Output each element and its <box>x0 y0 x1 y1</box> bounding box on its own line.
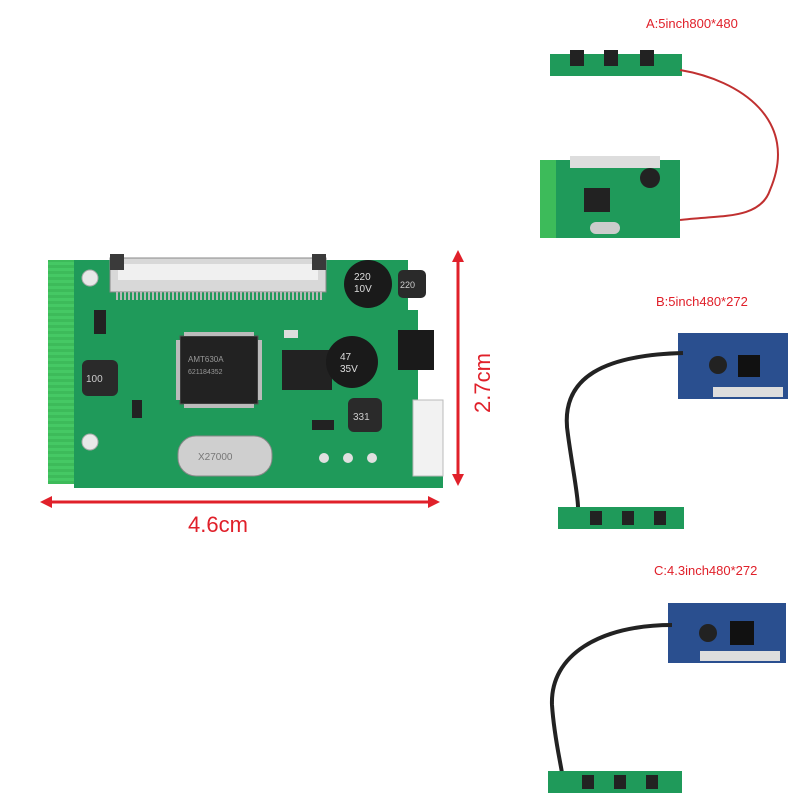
inductor-3-label: 220 <box>400 280 415 290</box>
variant-a-label: A:5inch800*480 <box>646 16 738 31</box>
cap-2-voltage: 35V <box>340 364 358 375</box>
height-label: 2.7cm <box>470 353 495 413</box>
variant-a-photo <box>540 40 790 250</box>
cap-1-voltage: 10V <box>354 284 372 295</box>
cap-1-value: 220 <box>354 272 371 283</box>
variant-b-label: B:5inch480*272 <box>656 294 748 309</box>
width-dimension-arrow <box>40 494 440 510</box>
cap-2-value: 47 <box>340 352 352 363</box>
variant-c-label: C:4.3inch480*272 <box>654 563 758 578</box>
width-label: 4.6cm <box>188 512 248 537</box>
inductor-1-label: 100 <box>86 374 103 385</box>
chip-marking-1: AMT630A <box>188 355 224 364</box>
main-board-photo: AMT630A 621184352 220 10V 47 35V 100 331… <box>48 250 448 490</box>
crystal-label: X27000 <box>198 452 233 463</box>
variant-c-photo <box>540 595 790 795</box>
chip-marking-2: 621184352 <box>188 369 223 376</box>
inductor-2-label: 331 <box>353 412 370 423</box>
height-dimension-arrow <box>448 250 468 486</box>
variant-b-photo <box>548 325 793 535</box>
